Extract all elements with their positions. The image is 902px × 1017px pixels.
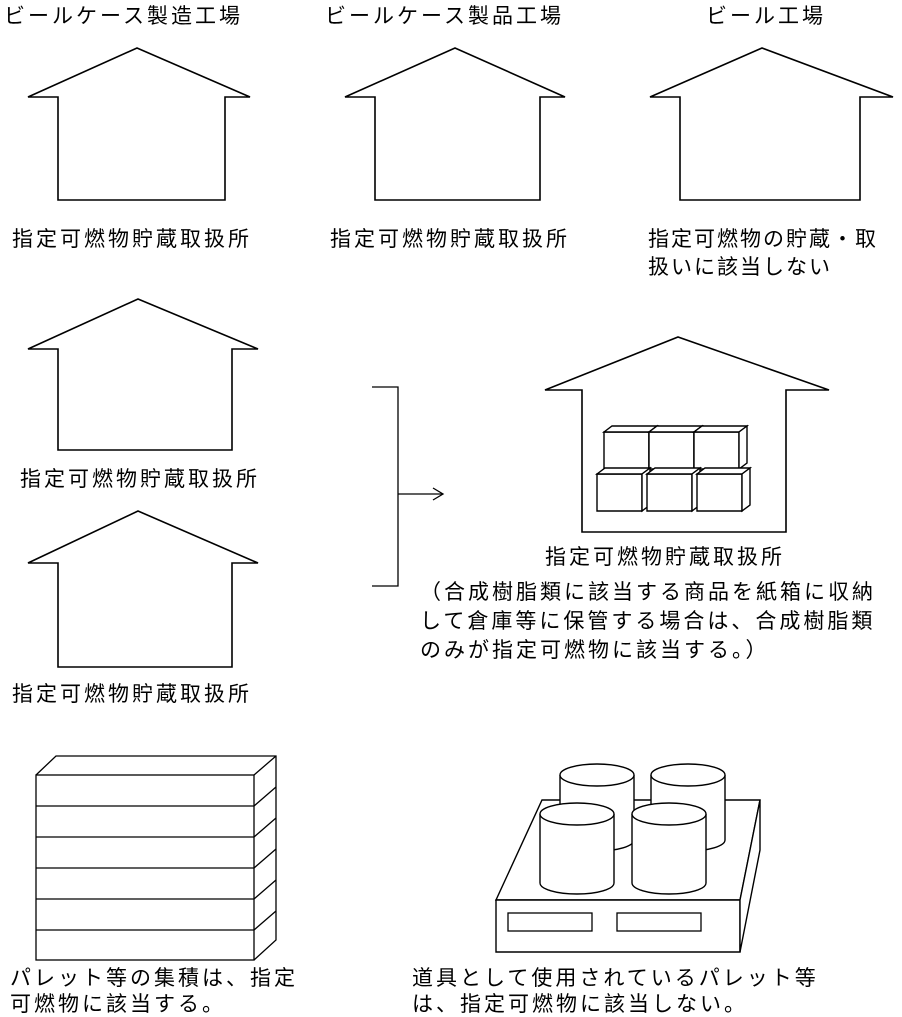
cardboard-boxes xyxy=(594,424,753,513)
label-upper-left-house: 指定可燃物貯蔵取扱所 xyxy=(20,467,260,491)
note-synthetic-resin: （合成樹脂類に該当する商品を紙箱に収納して倉庫等に保管する場合は、合成樹脂類のみ… xyxy=(420,580,876,662)
house-warehouse xyxy=(544,336,830,533)
title-case-product-plant: ビールケース製品工場 xyxy=(325,4,564,28)
label-case-product: 指定可燃物貯蔵取扱所 xyxy=(330,227,570,251)
pallet-stack xyxy=(35,755,277,961)
house-case-manufacturing xyxy=(27,47,251,201)
merge-bracket xyxy=(372,386,445,587)
title-beer-factory: ビール工場 xyxy=(706,4,826,28)
house-beer-factory xyxy=(649,47,894,201)
title-case-manufacturing-plant: ビールケース製造工場 xyxy=(4,4,243,28)
tool-pallet-with-drums xyxy=(494,763,761,953)
house-lower-left xyxy=(27,510,259,668)
label-lower-left-house: 指定可燃物貯蔵取扱所 xyxy=(12,682,252,706)
house-case-product xyxy=(344,47,566,201)
caption-tool-pallet: 道具として使用されているパレット等は、指定可燃物に該当しない。 xyxy=(412,966,819,1016)
caption-pallet-stack: パレット等の集積は、指定可燃物に該当する。 xyxy=(10,966,298,1016)
label-beer-factory: 指定可燃物の貯蔵・取扱いに該当しない xyxy=(648,227,878,279)
label-case-manufacturing: 指定可燃物貯蔵取扱所 xyxy=(12,227,252,251)
label-warehouse: 指定可燃物貯蔵取扱所 xyxy=(545,545,785,569)
house-upper-left xyxy=(27,298,259,451)
